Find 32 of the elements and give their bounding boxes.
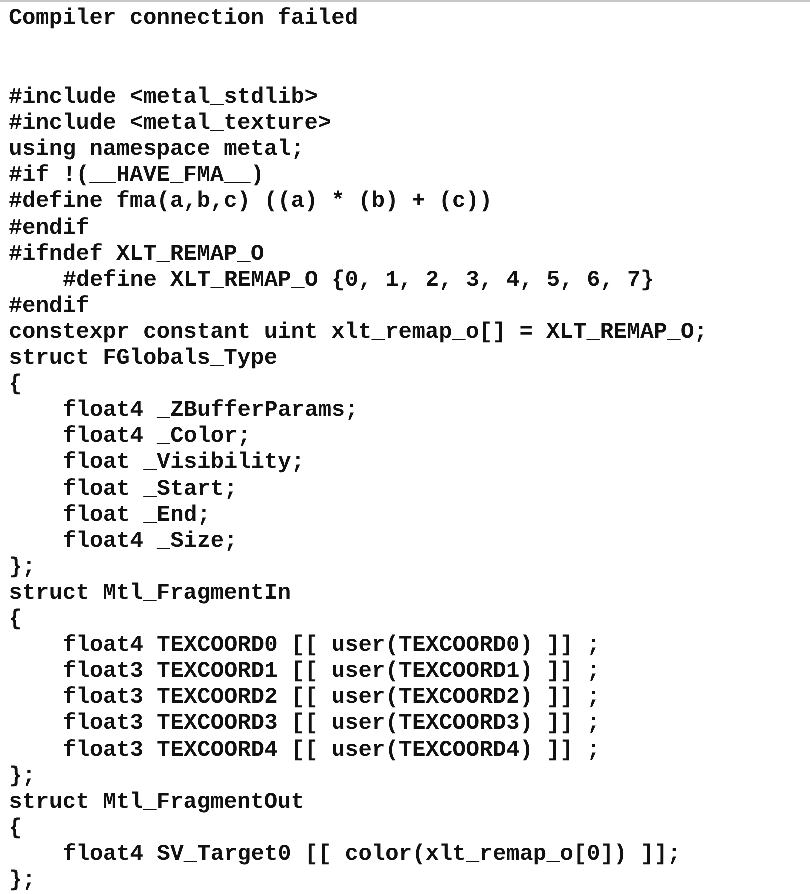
code-line: float4 TEXCOORD0 [[ user(TEXCOORD0) ]] ; — [63, 632, 600, 658]
code-line: struct Mtl_FragmentOut — [9, 788, 305, 815]
code-line: #define XLT_REMAP_O {0, 1, 2, 3, 4, 5, 6, 7} — [63, 266, 654, 293]
code-line: float4 SV_Target0 [[ color(xlt_remap_o[0]) ]]; — [63, 840, 682, 867]
code-line: float4 _ZBufferParams; — [63, 397, 359, 424]
code-line: { — [9, 814, 22, 841]
code-line: #ifndef XLT_REMAP_O — [9, 240, 264, 267]
code-line: float4 _Color; — [63, 423, 252, 450]
code-line: float3 TEXCOORD3 [[ user(TEXCOORD3) ]] ; — [63, 710, 600, 736]
code-line: #endif — [9, 292, 90, 319]
code-line: float3 TEXCOORD2 [[ user(TEXCOORD2) ]] ; — [63, 684, 600, 710]
code-line: float _Visibility; — [63, 449, 305, 476]
code-line: #include <metal_stdlib> — [9, 84, 318, 110]
code-line: { — [9, 371, 22, 398]
code-line: using namespace metal; — [9, 136, 305, 162]
code-line: float3 TEXCOORD1 [[ user(TEXCOORD1) ]] ; — [63, 658, 600, 684]
code-line: struct Mtl_FragmentIn — [9, 580, 292, 606]
code-line: float4 _Size; — [63, 528, 238, 554]
code-line: }; — [9, 762, 36, 789]
error-message: Compiler connection failed — [9, 5, 358, 31]
code-line: float _Start; — [63, 476, 238, 502]
code-line: #define fma(a,b,c) ((a) * (b) + (c)) — [9, 188, 493, 214]
code-line: #endif — [9, 214, 90, 240]
code-line: #if !(__HAVE_FMA__) — [9, 162, 264, 188]
code-line: }; — [9, 554, 36, 580]
code-line: }; — [9, 867, 36, 893]
code-line: #include <metal_texture> — [9, 110, 332, 136]
code-line: float _End; — [63, 502, 211, 528]
code-line: constexpr constant uint xlt_remap_o[] = XLT_REMAP_O; — [9, 318, 708, 345]
code-line: struct FGlobals_Type — [9, 345, 278, 371]
code-line: { — [9, 606, 22, 632]
code-line: float3 TEXCOORD4 [[ user(TEXCOORD4) ]] ; — [63, 736, 600, 762]
